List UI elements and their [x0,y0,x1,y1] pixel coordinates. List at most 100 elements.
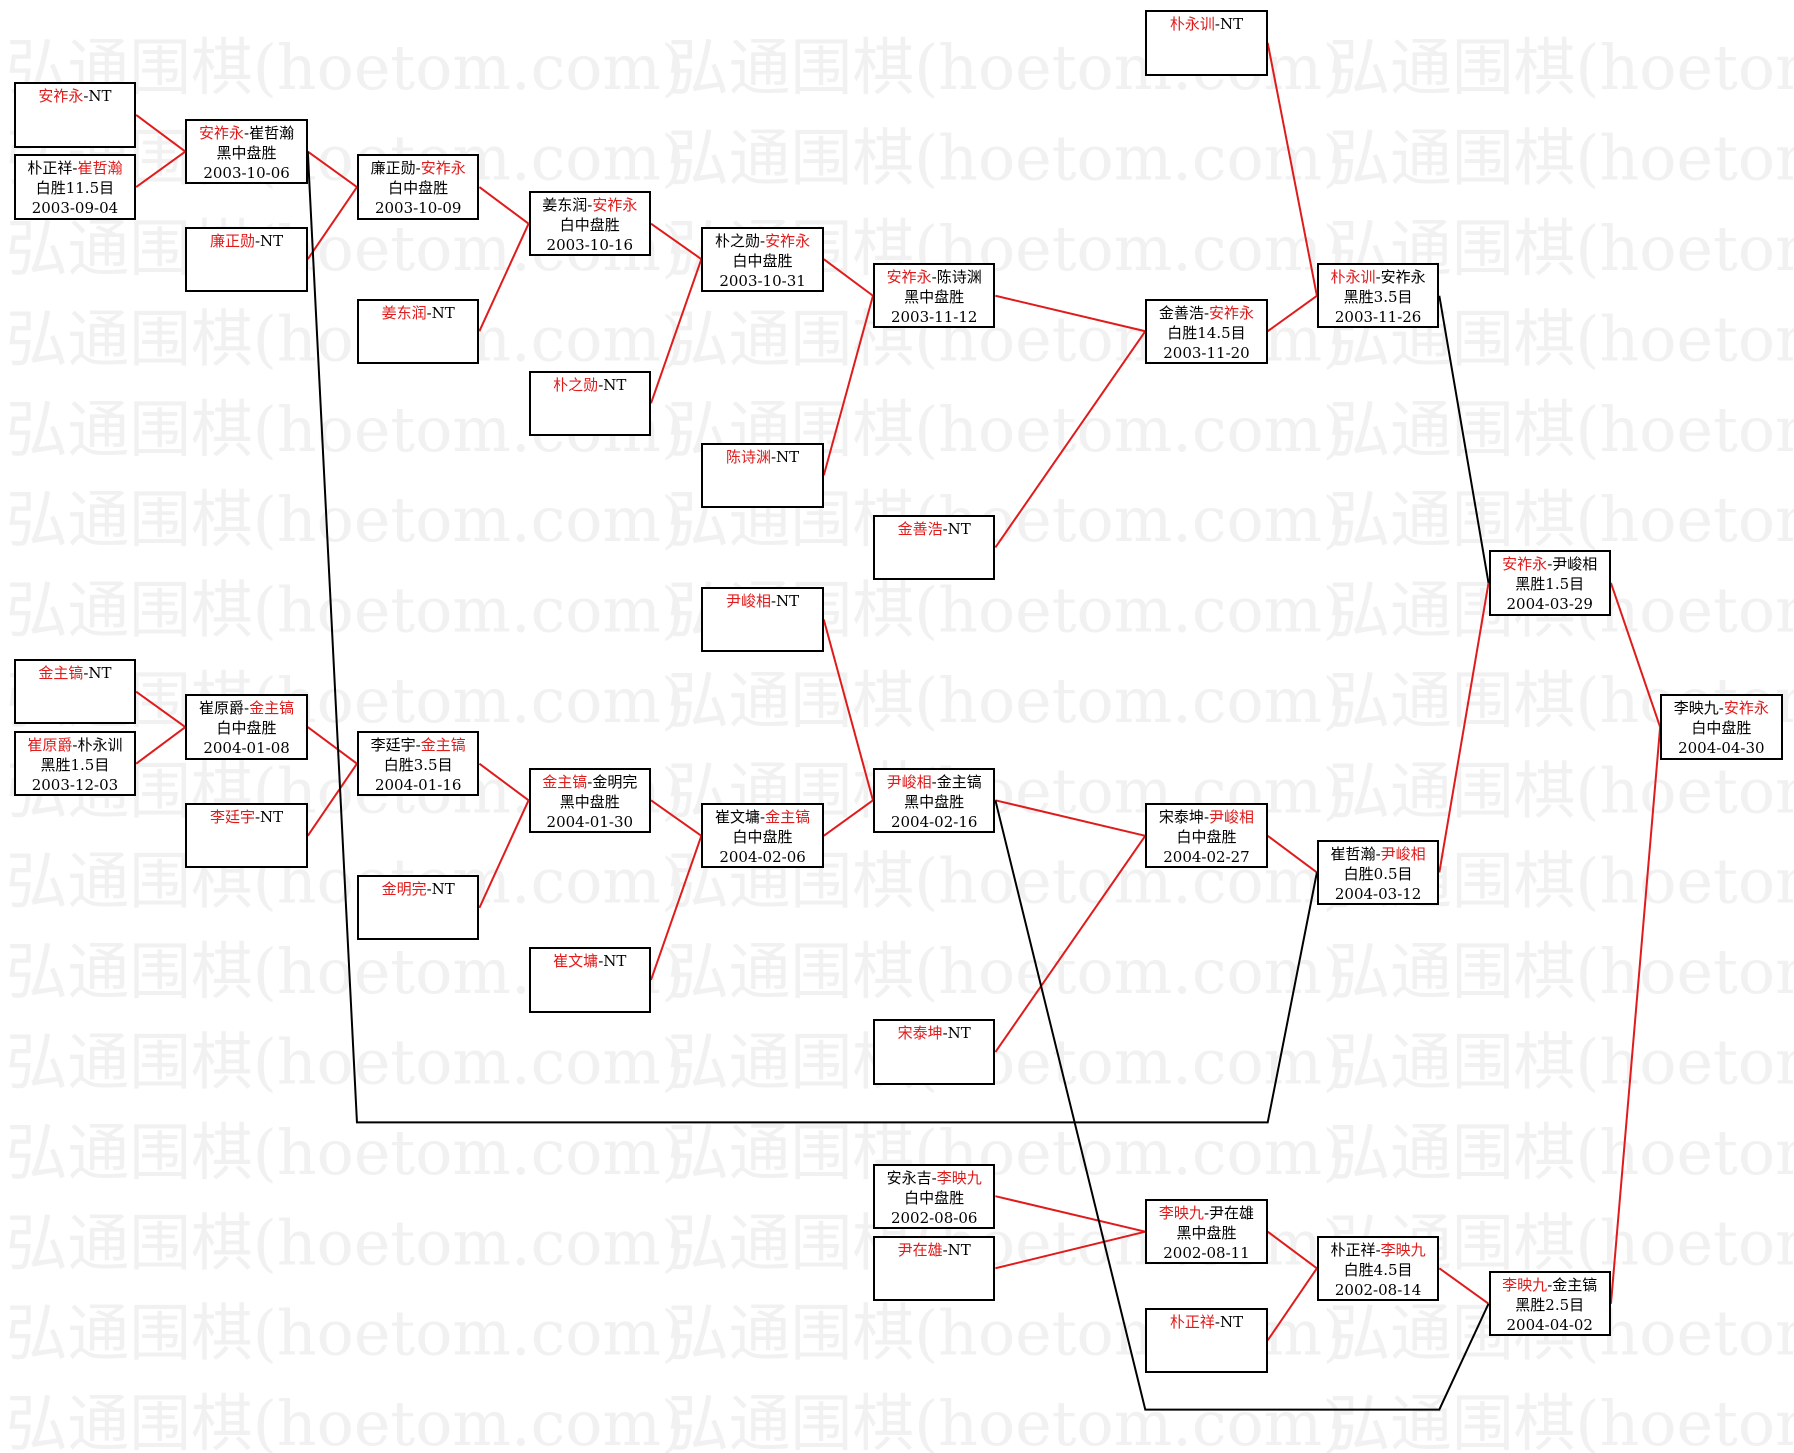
match-result: 白中盘胜 [732,251,793,270]
versus-dash: - [244,699,250,718]
loser-link [994,800,1490,1411]
match-result: 黑胜1.5目 [1515,575,1585,594]
winner-link [478,799,530,909]
player-one: 崔哲瀚 [1330,844,1376,863]
player-two: NT [431,880,455,899]
versus-dash: - [415,159,421,178]
match-box: 金主镐-NT [13,659,137,725]
watermark-text: 弘通围棋(hoetom.com) [1328,1388,1794,1453]
match-box: 安祚永-NT [13,82,137,148]
player-one: 朴之勋 [715,231,761,250]
match-result: 白中盘胜 [732,828,793,847]
player-one: 安祚永 [199,123,245,142]
player-two: NT [260,808,284,827]
winner-link [135,150,186,188]
match-players: 金主镐-NT [16,663,134,683]
player-one: 安永吉 [886,1168,932,1187]
match-date: 2003-12-03 [31,776,119,795]
match-players: 安永吉-李映九 [875,1168,993,1188]
versus-dash: - [1375,1240,1381,1259]
winner-link [306,763,358,837]
watermark-text: 弘通围棋(hoetom.com) [6,303,685,375]
match-players: 廉正勋-NT [187,231,305,251]
player-one: 崔原爵 [199,699,245,718]
match-result: 白中盘胜 [216,719,277,738]
player-two: 崔哲瀚 [77,159,123,178]
player-two: 安祚永 [765,231,811,250]
match-result: 黑中盘胜 [216,143,277,162]
player-two: 李映九 [1380,1240,1426,1259]
player-one: 金明完 [381,880,427,899]
match-players: 朴正祥-NT [1147,1312,1265,1332]
versus-dash: - [1203,808,1210,827]
player-two: 尹峻相 [1209,808,1255,827]
match-box: 崔文墉-NT [528,947,651,1013]
match-result: 白胜3.5目 [383,756,453,775]
match-players: 崔原爵-金主镐 [187,698,305,718]
player-one: 尹在雄 [897,1240,943,1259]
match-date: 2002-08-14 [1334,1280,1422,1299]
match-players: 尹峻相-NT [703,591,821,611]
versus-dash: - [1718,699,1724,718]
player-one: 朴永训 [1330,268,1376,287]
watermark-text: 弘通围棋(hoetom.com) [667,1117,1346,1189]
match-players: 尹在雄-NT [875,1240,993,1260]
player-one: 安祚永 [1502,555,1548,574]
versus-dash: - [770,447,777,466]
player-one: 朴正祥 [1330,1240,1376,1259]
versus-dash: - [598,375,604,394]
match-date: 2004-03-12 [1334,884,1422,903]
versus-dash: - [1214,15,1220,34]
match-date: 2003-11-20 [1163,343,1250,362]
match-result: 黑胜3.5目 [1343,288,1413,307]
player-two: NT [431,303,455,322]
match-box: 李廷宇-NT [185,803,308,869]
player-two: 安祚永 [592,196,638,215]
player-two: NT [947,1024,971,1043]
player-one: 金善浩 [1158,303,1204,322]
versus-dash: - [1547,555,1553,574]
watermark-text: 弘通围棋(hoetom.com) [667,1026,1346,1098]
player-two: NT [776,447,800,466]
player-one: 朴永训 [1169,15,1215,34]
match-date: 2004-02-16 [890,812,978,831]
player-two: NT [88,87,112,106]
player-one: 安祚永 [38,87,84,106]
match-players: 崔原爵-朴永训 [16,735,134,755]
player-two: NT [776,591,800,610]
player-two: NT [603,952,627,971]
player-two: NT [1219,15,1244,34]
winner-link [478,186,530,225]
winner-link [1267,294,1318,333]
player-one: 李映九 [1502,1276,1548,1295]
match-result: 白胜11.5目 [35,179,115,198]
versus-dash: - [1375,844,1381,863]
match-date: 2004-04-30 [1678,739,1765,758]
match-players: 安祚永-NT [16,86,134,106]
winner-link [822,295,874,476]
match-date: 2003-11-12 [890,308,978,327]
versus-dash: - [1547,1276,1553,1295]
match-players: 宋泰坤-尹峻相 [1147,807,1265,827]
player-two: 陈诗渊 [936,268,982,287]
match-players: 李映九-尹在雄 [1147,1203,1265,1223]
watermark-text: 弘通围棋(hoetom.com) [1328,936,1794,1008]
player-one: 尹峻相 [886,772,932,791]
player-one: 崔原爵 [27,736,73,755]
match-players: 朴之勋-安祚永 [703,231,821,251]
match-players: 安祚永-陈诗渊 [875,267,993,287]
player-one: 崔文墉 [715,808,761,827]
match-players: 宋泰坤-NT [875,1023,993,1043]
watermark-text: 弘通围棋(hoetom.com) [667,123,1346,195]
match-result: 黑中盘胜 [904,288,965,307]
match-players: 廉正勋-安祚永 [359,158,477,178]
